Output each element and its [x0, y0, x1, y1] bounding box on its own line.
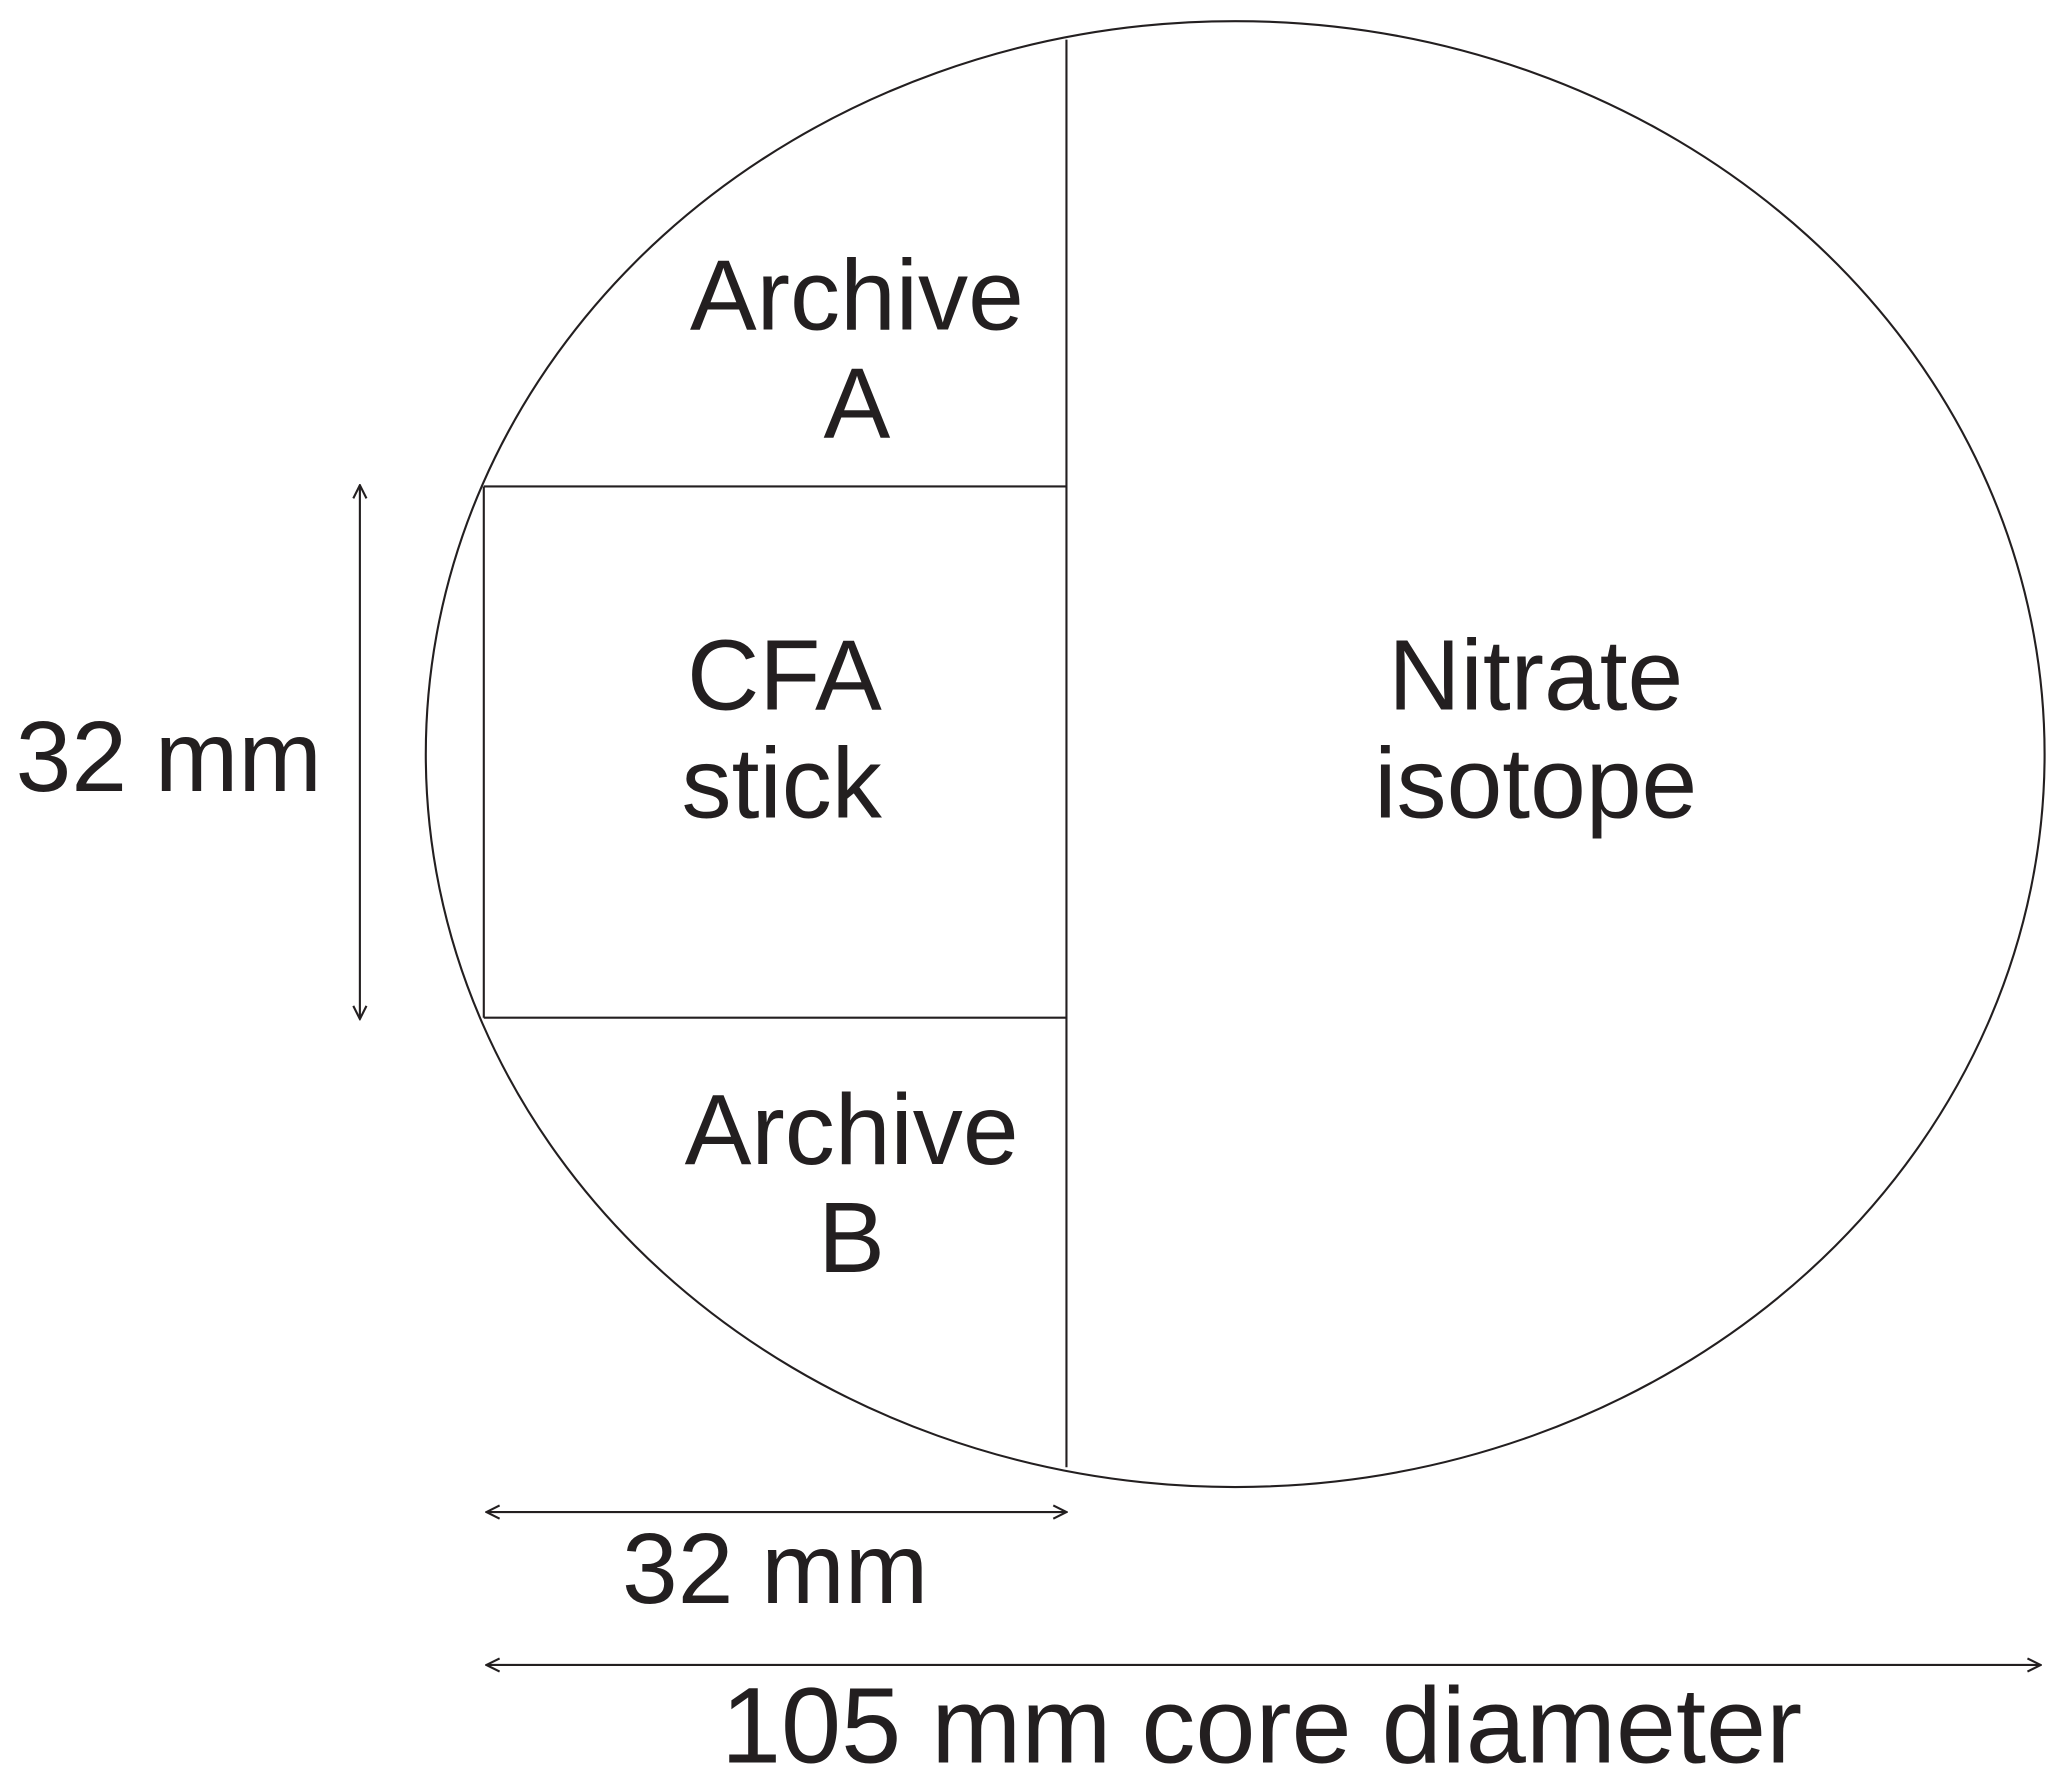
- archive-b-label-line2: B: [818, 1182, 885, 1294]
- archive-a-label-line2: A: [823, 348, 890, 460]
- stick-width-label: 32 mm: [622, 1513, 928, 1625]
- cfa-stick-label-line2: stick: [682, 727, 883, 839]
- cfa-stick-label-line1: CFA: [687, 619, 882, 731]
- nitrate-isotope-label-line1: Nitrate: [1388, 619, 1683, 731]
- stick-height-label: 32 mm: [16, 701, 322, 813]
- core-cross-section: [424, 20, 2046, 1489]
- core-diameter-label: 105 mm core diameter: [721, 1665, 1802, 1785]
- archive-a-label-line1: Archive: [690, 240, 1024, 352]
- nitrate-isotope-label-line2: isotope: [1374, 727, 1697, 839]
- archive-b-label-line1: Archive: [685, 1074, 1019, 1186]
